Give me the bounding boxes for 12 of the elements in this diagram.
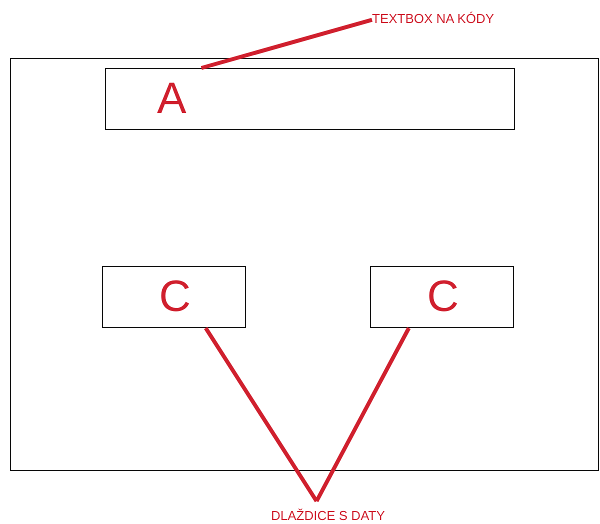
leader-line xyxy=(200,18,373,70)
leader-line xyxy=(204,326,318,502)
callout-label: DLAŽDICE S DATY xyxy=(271,509,385,522)
box-letter: C xyxy=(159,275,191,319)
tile-frame xyxy=(370,266,514,328)
callout-label: TEXTBOX NA KÓDY xyxy=(372,12,494,25)
box-letter: C xyxy=(427,275,459,319)
textbox-frame xyxy=(105,68,515,130)
box-letter: A xyxy=(157,77,186,121)
outer-frame xyxy=(10,58,599,471)
leader-line xyxy=(314,327,411,502)
tile-frame xyxy=(102,266,246,328)
